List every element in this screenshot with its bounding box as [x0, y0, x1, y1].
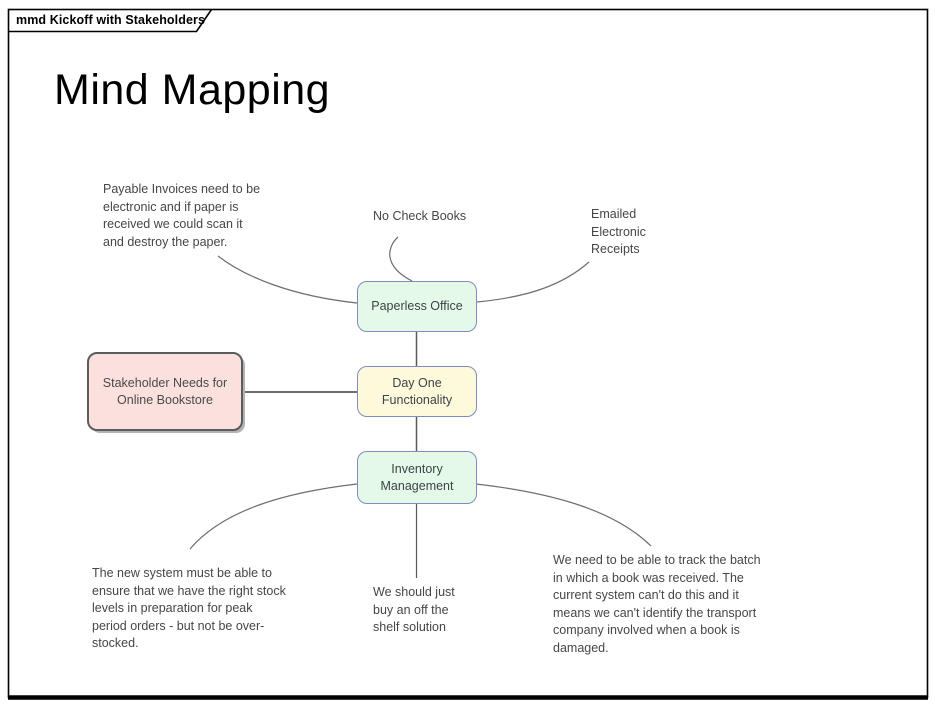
diagram-tab-outline	[8, 9, 213, 33]
node-day-one-functionality[interactable]: Day One Functionality	[357, 366, 477, 417]
connector-inventory-to-track-note	[475, 483, 652, 547]
page-title: Mind Mapping	[54, 66, 331, 114]
note-no-check-books[interactable]: No Check Books	[373, 209, 467, 223]
note-off-the-shelf[interactable]: We should just buy an off the shelf solu…	[373, 585, 455, 634]
note-emailed-receipts[interactable]: Emailed Electronic Receipts	[591, 207, 646, 256]
node-paperless-office[interactable]: Paperless Office	[357, 281, 477, 332]
diagram-tab-label: mmd Kickoff with Stakeholders	[16, 13, 206, 27]
node-inventory-management[interactable]: Inventory Management	[357, 451, 477, 504]
connector-inventory-to-stock-note	[189, 483, 358, 550]
note-stock-levels[interactable]: The new system must be able to ensure th…	[92, 566, 286, 650]
connector-paperless-to-payable-note	[217, 255, 358, 304]
note-payable-invoices[interactable]: Payable Invoices need to be electronic a…	[103, 182, 261, 249]
node-stakeholder-needs[interactable]: Stakeholder Needs for Online Bookstore	[87, 352, 243, 431]
connector-paperless-to-emailed-note	[476, 261, 590, 303]
connector-paperless-to-nocheck-note	[389, 236, 413, 282]
note-track-batch[interactable]: We need to be able to track the batch in…	[553, 553, 761, 655]
